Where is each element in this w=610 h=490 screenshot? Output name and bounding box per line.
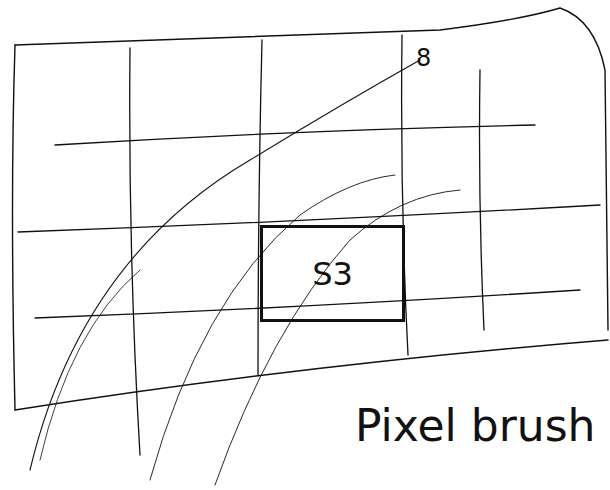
cell-label: S3 [312,255,353,293]
highlight-cell: S3 [260,225,405,322]
caption-note: Pixel brush [355,400,595,451]
curve-number: 8 [416,44,431,72]
